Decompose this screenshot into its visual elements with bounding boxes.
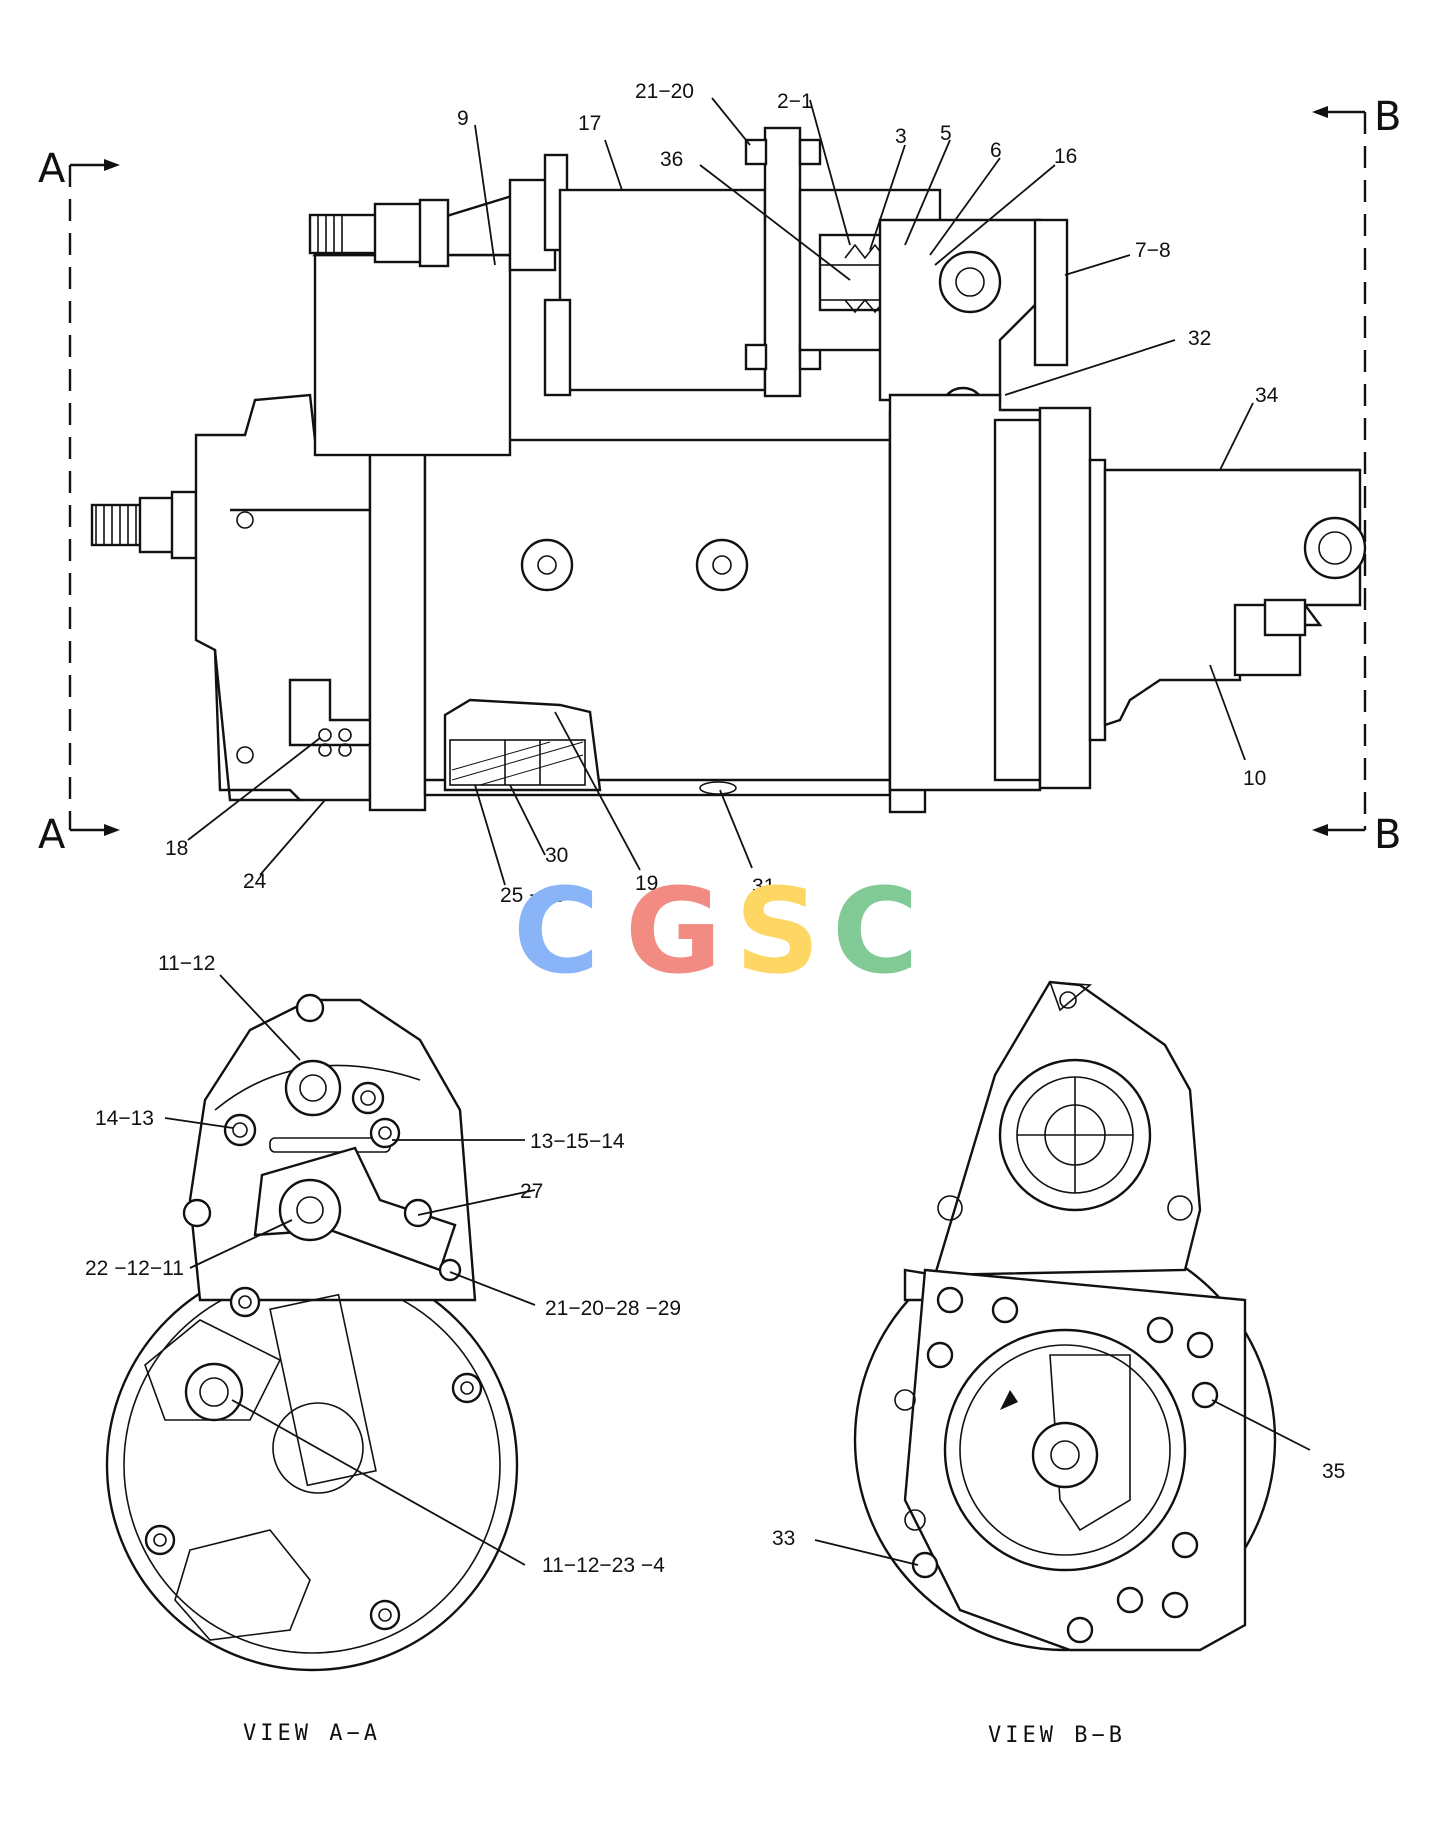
section-line-b xyxy=(1312,106,1367,836)
callout-5: 5 xyxy=(940,122,952,145)
starter-side-view xyxy=(90,126,1367,814)
callout-16: 16 xyxy=(1054,145,1077,168)
section-line-a xyxy=(68,159,120,836)
view-b-b-leaders xyxy=(814,1399,1311,1566)
watermark-letter-c1: C xyxy=(513,862,600,1000)
callout-24: 24 xyxy=(243,870,267,893)
view-b-b-label: VIEW B−B xyxy=(988,1723,1126,1748)
view-a-a-label: VIEW A−A xyxy=(243,1721,381,1746)
side-view-callouts: 21−20 2−1 9 17 3 5 36 6 16 7−8 32 34 10 … xyxy=(165,80,1279,907)
view-a-a-drawing xyxy=(105,993,519,1672)
callout-27: 27 xyxy=(520,1180,543,1203)
view-b-b-drawing xyxy=(853,980,1277,1652)
callout-34: 34 xyxy=(1255,384,1279,407)
section-mark-b-top: B xyxy=(1374,94,1401,140)
callout-17: 17 xyxy=(578,112,601,135)
callout-11-12-23-4: 11−12−23 −4 xyxy=(542,1554,665,1577)
callout-36: 36 xyxy=(660,148,683,171)
callout-7-8: 7−8 xyxy=(1135,239,1171,262)
callout-6: 6 xyxy=(990,139,1002,162)
callout-35: 35 xyxy=(1322,1460,1345,1483)
callout-10: 10 xyxy=(1243,767,1266,790)
callout-32: 32 xyxy=(1188,327,1211,350)
callout-14-13: 14−13 xyxy=(95,1107,154,1130)
callout-21-20-top: 21−20 xyxy=(635,80,694,103)
side-view-leaders xyxy=(187,97,1254,886)
view-a-a-leaders xyxy=(164,974,536,1566)
section-mark-b-bottom: B xyxy=(1374,812,1401,858)
callout-25-26: 25 −26 xyxy=(500,884,565,907)
callout-18: 18 xyxy=(165,837,188,860)
callout-22-12-11: 22 −12−11 xyxy=(85,1257,184,1280)
view-a-a-callouts: 11−12 14−13 13−15−14 27 22 −12−11 21−20−… xyxy=(85,952,681,1577)
callout-19: 19 xyxy=(635,872,658,895)
callout-30: 30 xyxy=(545,844,568,867)
callout-21-20-28-29: 21−20−28 −29 xyxy=(545,1297,681,1320)
cgsc-watermark: C G S C xyxy=(513,862,919,1000)
watermark-letter-s: S xyxy=(735,862,820,1000)
callout-13-15-14: 13−15−14 xyxy=(530,1130,625,1153)
callout-33: 33 xyxy=(772,1527,795,1550)
callout-3: 3 xyxy=(895,125,907,148)
section-mark-a-top: A xyxy=(38,146,66,192)
callout-2-1: 2−1 xyxy=(777,90,813,113)
watermark-letter-c2: C xyxy=(832,862,919,1000)
watermark-letter-g: G xyxy=(625,862,722,1000)
callout-9: 9 xyxy=(457,107,469,130)
view-b-b-callouts: 35 33 xyxy=(772,1460,1345,1550)
callout-11-12: 11−12 xyxy=(158,952,215,975)
callout-31: 31 xyxy=(752,875,775,898)
section-mark-a-bottom: A xyxy=(38,812,66,858)
